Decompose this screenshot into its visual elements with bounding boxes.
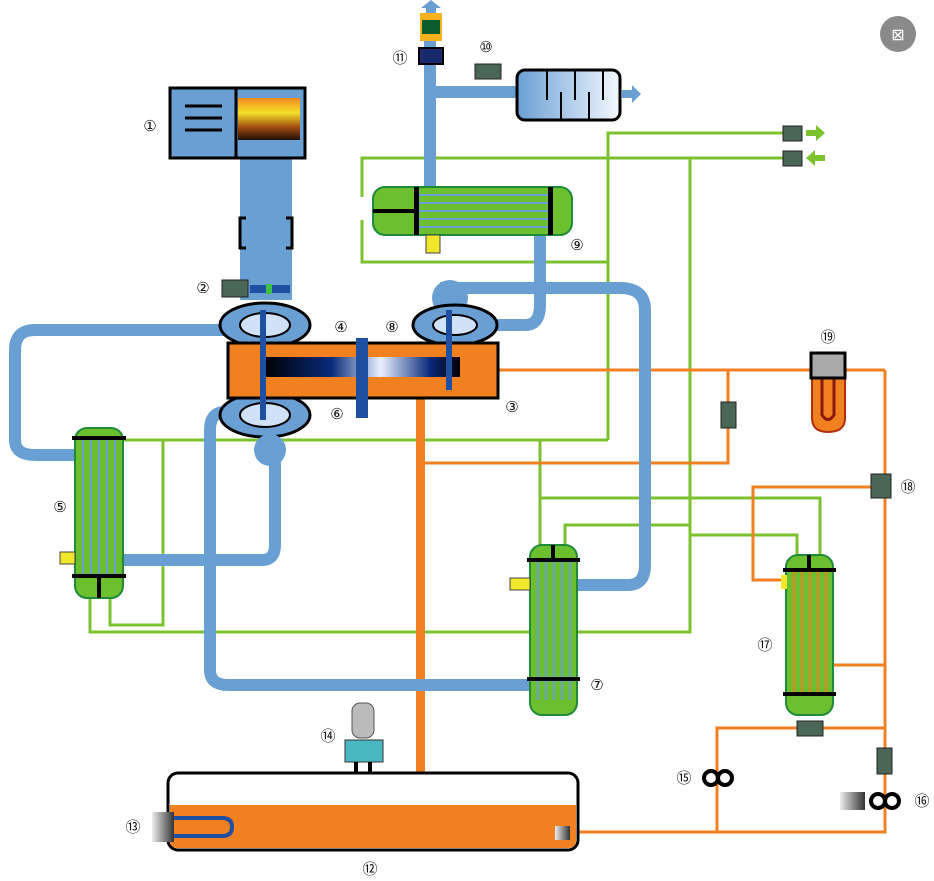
label-5: ⑤	[53, 498, 66, 516]
outlet-arrow-icon	[622, 85, 641, 103]
label-4: ④	[334, 318, 347, 336]
pressure-sensor-10	[474, 63, 502, 80]
label-3: ③	[505, 398, 518, 416]
oil-cooler-17	[781, 554, 836, 716]
discharge-arrow-icon	[421, 0, 441, 13]
oil-return-pipe	[416, 398, 425, 790]
compressor-stage-8	[411, 280, 499, 347]
label-19: ⑲	[820, 328, 835, 346]
close-icon[interactable]: ⊠	[880, 16, 916, 52]
water-outlet-connector	[782, 125, 803, 142]
label-14: ⑭	[320, 727, 335, 745]
cooler-7	[509, 544, 580, 716]
check-valve-11	[418, 13, 444, 65]
label-15: ⑮	[676, 769, 691, 787]
oil-filter-18	[870, 473, 892, 499]
water-in-arrow-icon	[806, 150, 825, 166]
air-intake-filter	[168, 86, 307, 160]
gearbox	[226, 310, 500, 420]
label-8: ⑧	[385, 318, 398, 336]
oil-pump-16	[840, 792, 901, 810]
blow-off-silencer	[515, 68, 622, 122]
intake-duct	[240, 158, 292, 300]
label-18: ⑱	[900, 478, 915, 496]
label-2: ②	[196, 279, 209, 297]
duct-flanges	[238, 216, 294, 250]
cooling-water-lines	[88, 131, 822, 634]
water-inlet-connector	[782, 150, 803, 167]
label-12: ⑫	[362, 860, 377, 878]
water-out-arrow-icon	[806, 125, 825, 141]
label-9: ⑨	[570, 236, 583, 254]
cooler-5	[59, 427, 126, 599]
label-7: ⑦	[590, 676, 603, 694]
label-16: ⑯	[914, 792, 929, 810]
label-10: ⑩	[479, 38, 492, 56]
oil-sensor-lower	[876, 747, 893, 775]
oil-pump-15	[702, 769, 734, 787]
label-6: ⑥	[330, 405, 343, 423]
label-13: ⑬	[125, 818, 140, 836]
label-17: ⑰	[757, 636, 772, 654]
oil-sensor	[720, 401, 737, 429]
inlet-valve-sensor	[221, 279, 290, 298]
label-11: ⑪	[392, 49, 407, 67]
cooler-9	[372, 186, 573, 254]
oil-mist-separator-19	[809, 351, 847, 434]
oil-tank-12	[166, 771, 580, 852]
oil-mist-eliminator-14	[344, 702, 384, 774]
label-1: ①	[143, 117, 156, 135]
tank-heater-13	[152, 812, 235, 842]
oil-lines	[420, 368, 887, 834]
oil-pressure-sensor	[796, 720, 824, 737]
